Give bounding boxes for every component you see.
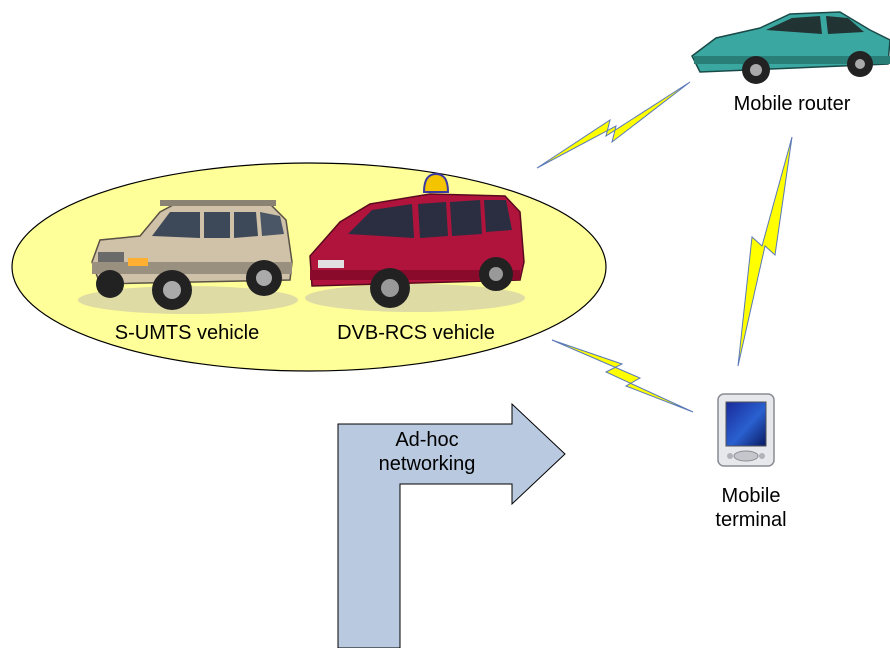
suv-label: S-UMTS vehicle — [114, 322, 260, 344]
van-icon — [305, 172, 525, 312]
adhoc-arrow — [337, 402, 566, 648]
beacon-light-icon — [422, 172, 450, 193]
pda-icon — [717, 393, 775, 467]
terminal-label-line1: Mobile — [721, 485, 781, 507]
lightning-bolt-icon — [737, 136, 793, 367]
arrow-label-line2: networking — [378, 453, 476, 475]
arrow-label-line1: Ad-hoc — [395, 429, 459, 451]
router-label: Mobile router — [733, 93, 851, 115]
sedan-icon — [691, 11, 890, 84]
van-label: DVB-RCS vehicle — [337, 322, 495, 344]
terminal-label-line2: terminal — [715, 509, 787, 531]
lightning-bolt-icon — [536, 81, 691, 169]
suv-icon — [78, 200, 298, 314]
lightning-bolt-icon — [551, 339, 694, 413]
